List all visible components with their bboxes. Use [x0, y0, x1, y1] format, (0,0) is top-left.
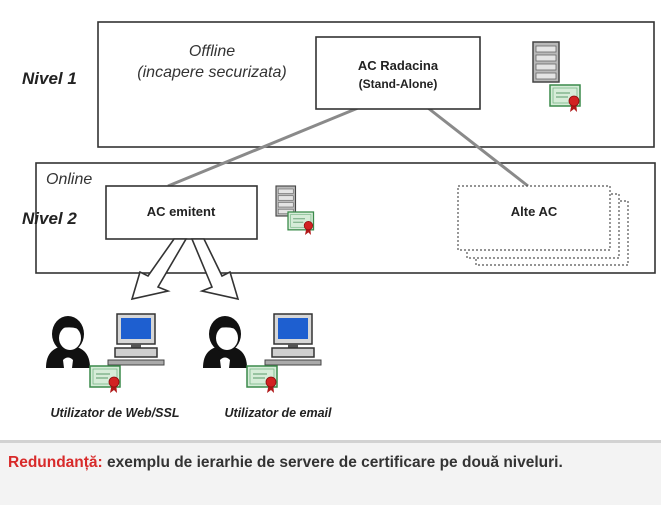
root-ca-label-line1: AC Radacina — [358, 58, 439, 73]
person-icon — [46, 316, 90, 368]
root-ca-box — [315, 36, 481, 110]
caption-lead: Redundanță: — [8, 454, 103, 471]
online-label: Online — [46, 171, 92, 188]
offline-zone-box — [97, 21, 655, 148]
figure-caption: Redundanță: exemplu de ierarhie de serve… — [8, 452, 648, 474]
arrow-down-icon — [190, 238, 240, 301]
diagram: AC Radacina (Stand-Alone) Offline (incap… — [22, 21, 656, 420]
arrow-down-icon — [130, 238, 188, 301]
caption-divider — [0, 440, 661, 443]
hierarchy-diagram: AC Radacina (Stand-Alone) Offline (incap… — [22, 21, 656, 420]
offline-sublabel: (incapere securizata) — [137, 64, 286, 81]
root-to-issuer-line — [167, 106, 359, 188]
computer-icon — [107, 313, 165, 366]
issuer-ca-box — [105, 185, 258, 240]
computer-icon — [264, 313, 322, 366]
caption-body: exemplu de ierarhie de servere de certif… — [102, 454, 563, 471]
certificate-icon — [287, 211, 315, 236]
other-cas-label: Alte AC — [511, 204, 558, 219]
root-ca-label-line2: (Stand-Alone) — [359, 77, 438, 91]
email-user-label: Utilizator de email — [225, 406, 332, 420]
level-1-label: Nivel 1 — [22, 69, 77, 88]
level-2-label: Nivel 2 — [22, 209, 77, 228]
offline-label: Offline — [189, 43, 235, 60]
web-user-label: Utilizator de Web/SSL — [51, 406, 180, 420]
certificate-icon — [89, 365, 121, 394]
person-icon — [203, 316, 247, 368]
server-icon — [532, 41, 560, 83]
other-cas-box — [457, 185, 611, 251]
certificate-icon — [246, 365, 278, 394]
root-to-others-line — [427, 106, 529, 188]
online-zone-box — [35, 162, 656, 274]
certificate-icon — [549, 84, 581, 113]
caption-area — [0, 440, 661, 505]
issuer-ca-label: AC emitent — [147, 204, 216, 219]
